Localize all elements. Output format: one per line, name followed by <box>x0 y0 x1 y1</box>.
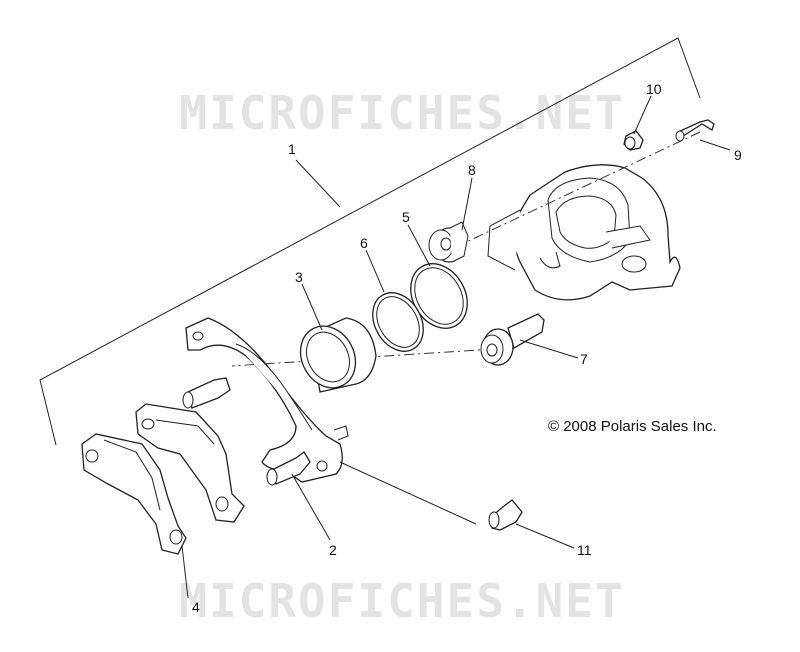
callout-3: 3 <box>295 269 303 285</box>
watermark-top: MICROFICHES.NET <box>179 86 625 140</box>
assembly-bracket <box>39 37 701 446</box>
caliper-body <box>487 164 681 301</box>
bracket-pin-upper <box>182 377 231 409</box>
callout-11: 11 <box>577 542 592 558</box>
seal-ring-part-6 <box>372 292 424 352</box>
callout-8: 8 <box>468 162 476 178</box>
callout-7: 7 <box>580 351 588 367</box>
callout-2: 2 <box>329 542 337 558</box>
bleeder-screw-part-9 <box>675 119 715 142</box>
callout-5: 5 <box>402 209 410 225</box>
guide-pin-part-2 <box>266 425 349 486</box>
bolt-part-11 <box>488 499 523 531</box>
bushing-part-10 <box>623 130 644 151</box>
callout-4: 4 <box>192 599 200 615</box>
callout-10: 10 <box>646 81 662 97</box>
boot-part-8 <box>428 221 469 263</box>
callout-1: 1 <box>288 141 296 157</box>
brake-pad-inner <box>135 403 245 523</box>
seal-ring-part-5 <box>410 263 468 329</box>
piston-part-3 <box>299 317 377 393</box>
copyright-notice: © 2008 Polaris Sales Inc. <box>548 418 717 435</box>
leader-lines <box>181 95 731 599</box>
centerline-upper <box>459 131 701 246</box>
callout-6: 6 <box>360 235 368 251</box>
slide-pin-part-7 <box>480 313 545 366</box>
centerline-middle <box>231 348 495 367</box>
callout-9: 9 <box>734 147 742 163</box>
watermark-bottom: MICROFICHES.NET <box>179 574 625 628</box>
